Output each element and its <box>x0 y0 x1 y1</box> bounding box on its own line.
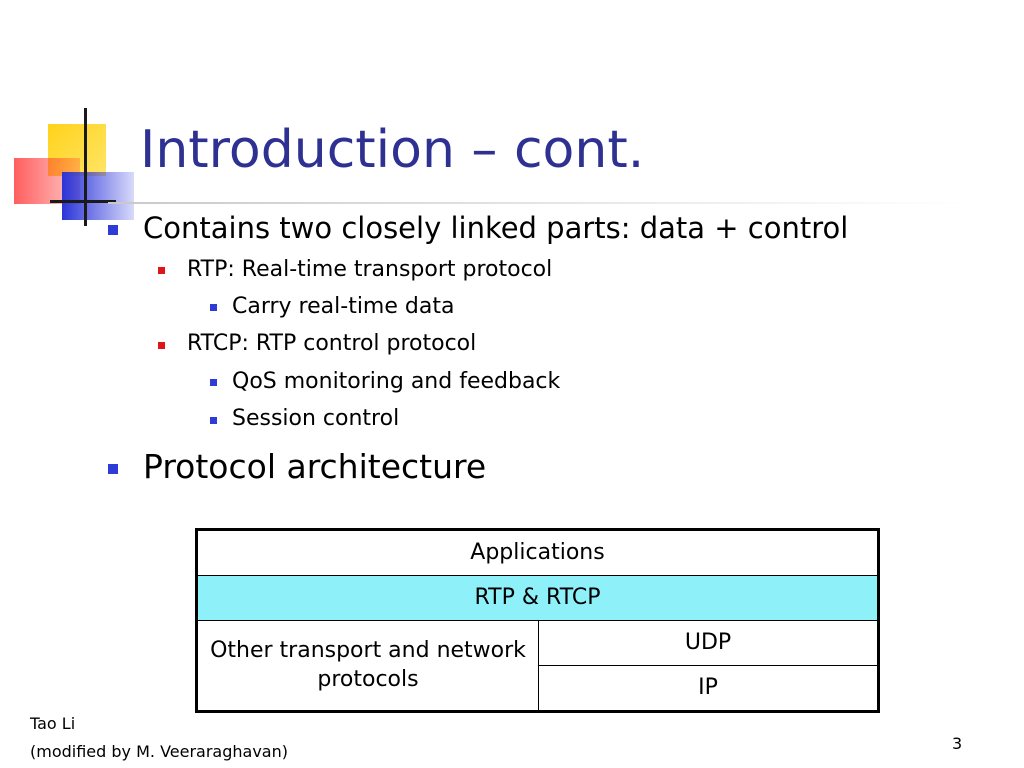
udp-cell: UDP <box>538 620 879 666</box>
logo-vertical-line <box>84 108 87 226</box>
bullet-item: Protocol architecture <box>143 447 487 486</box>
slide-title: Introduction – cont. <box>140 120 645 180</box>
other-protocols-cell: Other transport and network protocols <box>196 620 539 712</box>
bullet-item: QoS monitoring and feedback <box>232 369 561 394</box>
bullet-marker-icon <box>210 379 217 386</box>
logo-horizontal-line <box>50 200 116 203</box>
page-number: 3 <box>952 734 963 753</box>
title-underline <box>108 202 968 204</box>
footer-author: Tao Li <box>30 714 76 733</box>
applications-cell: Applications <box>196 529 879 576</box>
rtp-rtcp-cell: RTP & RTCP <box>196 575 879 621</box>
bullet-marker-icon <box>108 464 118 474</box>
bullet-marker-icon <box>108 225 118 235</box>
bullet-marker-icon <box>210 417 217 424</box>
logo-blue-square <box>62 172 134 220</box>
bullet-marker-icon <box>210 304 217 311</box>
bullet-marker-icon <box>158 267 165 274</box>
bullet-item: Carry real-time data <box>232 294 455 319</box>
bullet-item: Session control <box>232 406 400 431</box>
bullet-item: RTCP: RTP control protocol <box>187 331 477 356</box>
protocol-architecture-table: Applications RTP & RTCP Other transport … <box>195 528 880 713</box>
bullet-item: RTP: Real-time transport protocol <box>187 257 553 282</box>
footer-modified-by: (modified by M. Veeraraghavan) <box>30 742 288 761</box>
bullet-item: Contains two closely linked parts: data … <box>143 211 849 245</box>
ip-cell: IP <box>538 665 879 712</box>
bullet-marker-icon <box>158 342 165 349</box>
